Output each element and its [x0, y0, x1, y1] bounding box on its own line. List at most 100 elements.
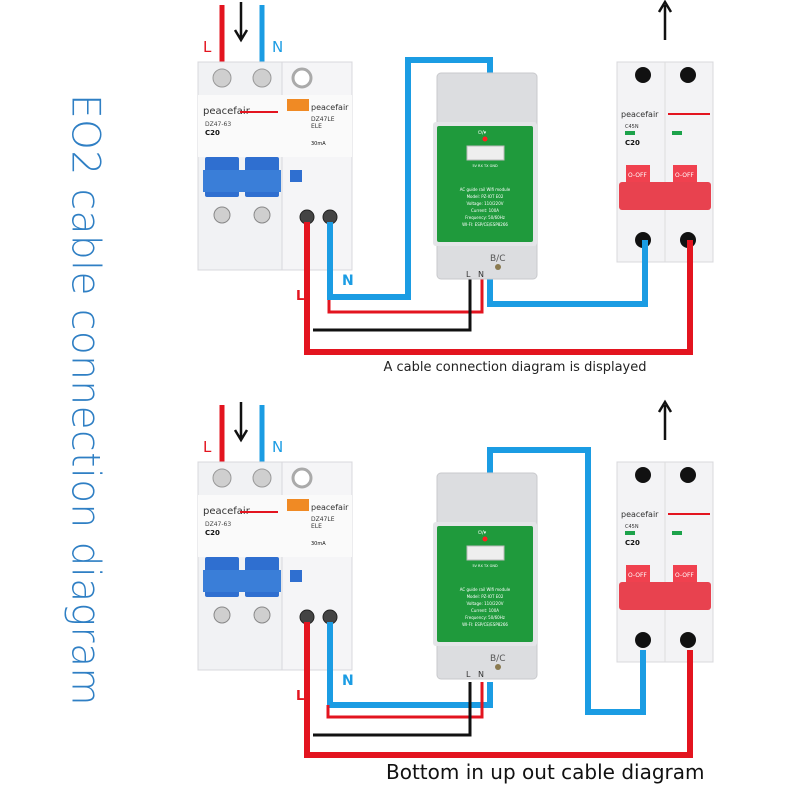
- rcd-test-hole: [291, 67, 313, 89]
- breaker-rating: C20: [205, 129, 220, 137]
- module-spec-line: Model: PZ-IOT E02: [467, 594, 504, 599]
- breaker-handle-bar: [203, 570, 281, 592]
- label-L-output: L: [296, 289, 304, 304]
- module-N-label: N: [478, 270, 484, 279]
- breaker-label-panel: [198, 495, 352, 557]
- brand-logo: peacefair: [621, 110, 659, 119]
- module-spec-line: WI-FI: ESP/CE/ESP8266: [462, 622, 508, 627]
- terminal: [680, 467, 696, 483]
- terminal-screw: [212, 468, 232, 488]
- status-window: [672, 131, 682, 135]
- terminal: [635, 467, 651, 483]
- off-label: O-OFF: [628, 172, 647, 179]
- module-spec-line: Voltage: 110/220V: [467, 601, 504, 606]
- rcd-sub: ELE: [311, 523, 322, 530]
- rcd-model: DZ47LE: [311, 116, 335, 123]
- breaker-rating: C20: [625, 539, 640, 547]
- terminal-screw: [252, 468, 272, 488]
- rcd-test-hole: [291, 467, 313, 489]
- module-label-panel: [437, 526, 533, 642]
- module-spec-line: Current: 100A: [471, 208, 499, 213]
- module-spec-line: AC guide rail Wifi module: [460, 587, 511, 592]
- bc-led: [495, 264, 501, 270]
- live-output-wire: [304, 622, 693, 758]
- module-spec-line: Voltage: 110/220V: [467, 201, 504, 206]
- rcd-current: 30mA: [311, 541, 326, 547]
- rcd-sub: ELE: [311, 123, 322, 130]
- off-label: O-OFF: [675, 572, 694, 579]
- terminal-screw: [253, 206, 271, 224]
- rcd-brand-logo: peacefair: [311, 103, 349, 112]
- output-arrow-icon: [657, 0, 673, 40]
- breaker-model: C45N: [625, 524, 639, 530]
- breaker-handle-bar: [619, 182, 711, 210]
- breaker-handle-bar: [619, 582, 711, 610]
- terminal-screw: [253, 606, 271, 624]
- wifi-status-icon: ⏻/▾: [478, 130, 487, 136]
- pin-labels: 5V RX TX GND: [472, 164, 498, 168]
- off-label: O-OFF: [675, 172, 694, 179]
- wifi-status-icon: ⏻/▾: [478, 530, 487, 536]
- breaker-rating: C20: [625, 139, 640, 147]
- rcd-test-button: [287, 499, 309, 511]
- label-N-output: N: [342, 273, 354, 289]
- label-L-input: L: [203, 438, 212, 456]
- terminal-screw: [213, 206, 231, 224]
- pin-labels: 5V RX TX GND: [472, 564, 498, 568]
- module-spec-line: AC guide rail Wifi module: [460, 187, 511, 192]
- rcd-current: 30mA: [311, 141, 326, 147]
- ground-wire-to-module: [313, 278, 472, 332]
- label-N-input: N: [272, 438, 283, 456]
- rcd-model: DZ47LE: [311, 516, 335, 523]
- neutral-output-wire: [487, 447, 646, 715]
- live-wire-to-module: [327, 278, 484, 314]
- breaker-handle: [673, 165, 697, 183]
- status-led: [482, 536, 488, 542]
- status-window: [672, 531, 682, 535]
- breaker-label-panel: [198, 95, 352, 157]
- breaker-handle: [626, 565, 650, 583]
- terminal-screw: [322, 609, 338, 625]
- rcd-module: [281, 461, 353, 671]
- terminal-screw: [252, 68, 272, 88]
- neutral-output-wire: [487, 240, 648, 307]
- live-wire-to-module: [326, 682, 484, 719]
- module-label-panel: [437, 126, 533, 242]
- uart-connector: [466, 545, 505, 561]
- module-N-label: N: [478, 670, 484, 679]
- brand-logo: peacefair: [203, 506, 251, 517]
- breaker-rating: C20: [205, 529, 220, 537]
- breaker-model: C45N: [625, 124, 639, 130]
- status-window: [625, 531, 635, 535]
- ground-wire-to-module: [313, 682, 472, 737]
- terminal-screw: [212, 68, 232, 88]
- brand-logo: peacefair: [621, 510, 659, 519]
- rcd-test-button: [287, 99, 309, 111]
- rcd-indicator: [290, 170, 302, 182]
- module-spec-line: Frequency: 50/60Hz: [465, 615, 505, 620]
- neutral-wire: [327, 57, 493, 300]
- terminal: [635, 632, 651, 648]
- rcd-indicator: [290, 570, 302, 582]
- uart-connector: [466, 145, 505, 161]
- terminal-screw: [299, 209, 315, 225]
- label-L-output: L: [296, 689, 304, 704]
- brand-logo: peacefair: [203, 106, 251, 117]
- breaker-handle: [673, 565, 697, 583]
- off-label: O-OFF: [628, 572, 647, 579]
- status-led: [482, 136, 488, 142]
- input-arrow-icon: [233, 2, 249, 43]
- label-N-input: N: [272, 38, 283, 56]
- terminal: [680, 632, 696, 648]
- breaker-handle: [626, 165, 650, 183]
- label-N-output: N: [342, 673, 354, 689]
- bc-label: B/C: [490, 254, 506, 264]
- module-spec-line: Model: PZ-IOT E02: [467, 194, 504, 199]
- terminal-screw: [213, 606, 231, 624]
- rcd-brand-logo: peacefair: [311, 503, 349, 512]
- neutral-wire: [327, 622, 493, 708]
- label-L-input: L: [203, 38, 212, 56]
- status-window: [625, 131, 635, 135]
